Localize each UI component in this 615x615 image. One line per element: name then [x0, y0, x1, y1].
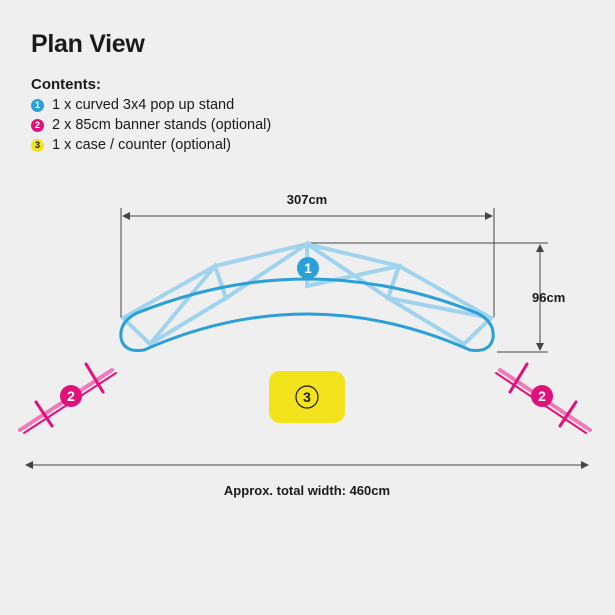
contents-legend: 1 1 x curved 3x4 pop up stand 2 2 x 85cm…	[31, 95, 271, 155]
contents-heading: Contents:	[31, 76, 101, 93]
legend-number-3: 3	[31, 138, 44, 152]
banner-right-marker-number: 2	[538, 388, 546, 404]
stand-marker-circle	[297, 257, 319, 279]
stand-frame	[121, 240, 496, 347]
popup-stand: 1	[119, 240, 496, 352]
depth-label: 96cm	[532, 290, 565, 305]
width-label: 307cm	[287, 192, 327, 207]
width-dimension: 307cm	[120, 192, 495, 318]
legend-item-stand: 1 1 x curved 3x4 pop up stand	[31, 95, 271, 115]
page-title: Plan View	[31, 30, 145, 58]
legend-number-2: 2	[31, 118, 44, 132]
legend-item-banner: 2 2 x 85cm banner stands (optional)	[31, 115, 271, 135]
counter-marker-number: 3	[303, 389, 311, 405]
banner-left-marker-number: 2	[67, 388, 75, 404]
total-width-label: Approx. total width: 460cm	[224, 483, 390, 498]
counter-marker-circle	[295, 385, 319, 409]
stand-marker-number: 1	[304, 260, 312, 276]
legend-number-1: 1	[31, 98, 44, 112]
depth-dimension: 96cm	[310, 242, 565, 353]
legend-text-stand: 1 x curved 3x4 pop up stand	[52, 97, 235, 113]
banner-stand-left: 2	[18, 362, 117, 434]
counter: 3	[269, 371, 345, 423]
banner-right-marker-circle	[531, 385, 553, 407]
stand-graphic-outline	[119, 277, 495, 352]
legend-text-counter: 1 x case / counter (optional)	[52, 137, 231, 153]
banner-left-marker-circle	[60, 385, 82, 407]
legend-text-banner: 2 x 85cm banner stands (optional)	[52, 117, 272, 133]
legend-item-counter: 3 1 x case / counter (optional)	[31, 135, 271, 155]
banner-stand-right: 2	[495, 362, 592, 434]
total-width-dimension: Approx. total width: 460cm	[25, 461, 589, 498]
